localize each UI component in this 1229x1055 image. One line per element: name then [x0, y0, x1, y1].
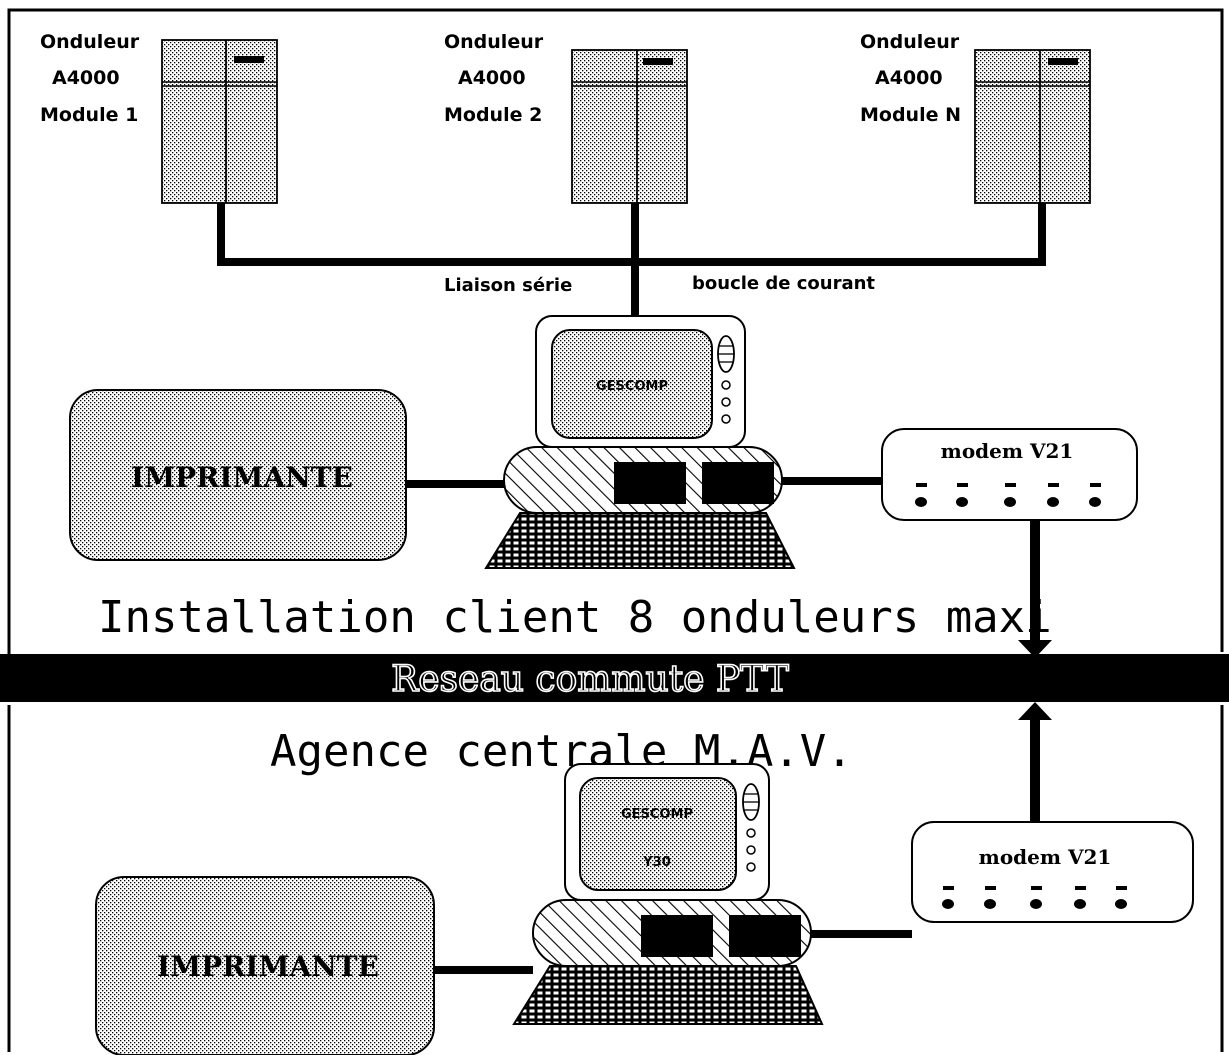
current-loop-label: boucle de courant: [692, 273, 875, 294]
modem-bottom: modem V21: [911, 821, 1194, 923]
modem-top-label: modem V21: [941, 439, 1074, 463]
gescomp-y30-label2: Y30: [642, 855, 671, 870]
module-2-line1: Onduleur: [444, 31, 544, 53]
module-2-line2: A4000: [458, 67, 526, 89]
printer-top-label: IMPRIMANTE: [131, 461, 353, 494]
printer-bottom: IMPRIMANTE: [95, 876, 435, 1055]
module-n-line1: Onduleur: [860, 31, 960, 53]
module-1-line3: Module 1: [40, 104, 138, 126]
modem-top: modem V21: [881, 428, 1138, 521]
network-band: [0, 654, 1229, 702]
module-2-line3: Module 2: [444, 104, 542, 126]
serial-link-label: Liaison série: [444, 275, 572, 296]
serial-bus-line: [217, 203, 1046, 320]
arrow-up-icon: [1018, 702, 1052, 720]
modem-bottom-label: modem V21: [979, 845, 1112, 869]
gescomp-y30-label1: GESCOMP: [621, 807, 693, 822]
printer-bottom-label: IMPRIMANTE: [157, 950, 379, 983]
inverter-module-2: Onduleur A4000 Module 2: [444, 31, 688, 204]
module-1-line2: A4000: [52, 67, 120, 89]
module-n-line3: Module N: [860, 104, 961, 126]
gescomp-y30-computer: GESCOMP Y30: [512, 763, 824, 1025]
gescomp-label: GESCOMP: [596, 379, 668, 394]
gescomp-computer: GESCOMP: [484, 315, 796, 569]
arrow-down-icon: [1018, 640, 1052, 658]
printer-top: IMPRIMANTE: [69, 389, 407, 561]
inverter-module-n: Onduleur A4000 Module N: [860, 31, 1091, 204]
module-n-line2: A4000: [875, 67, 943, 89]
network-label: Reseau commute PTT: [391, 659, 789, 700]
top-frame: [7, 8, 1224, 659]
inverter-module-1: Onduleur A4000 Module 1: [40, 31, 278, 204]
installation-title: Installation client 8 onduleurs maxi: [98, 592, 1052, 643]
bottom-frame: [7, 705, 1224, 1052]
module-1-line1: Onduleur: [40, 31, 140, 53]
